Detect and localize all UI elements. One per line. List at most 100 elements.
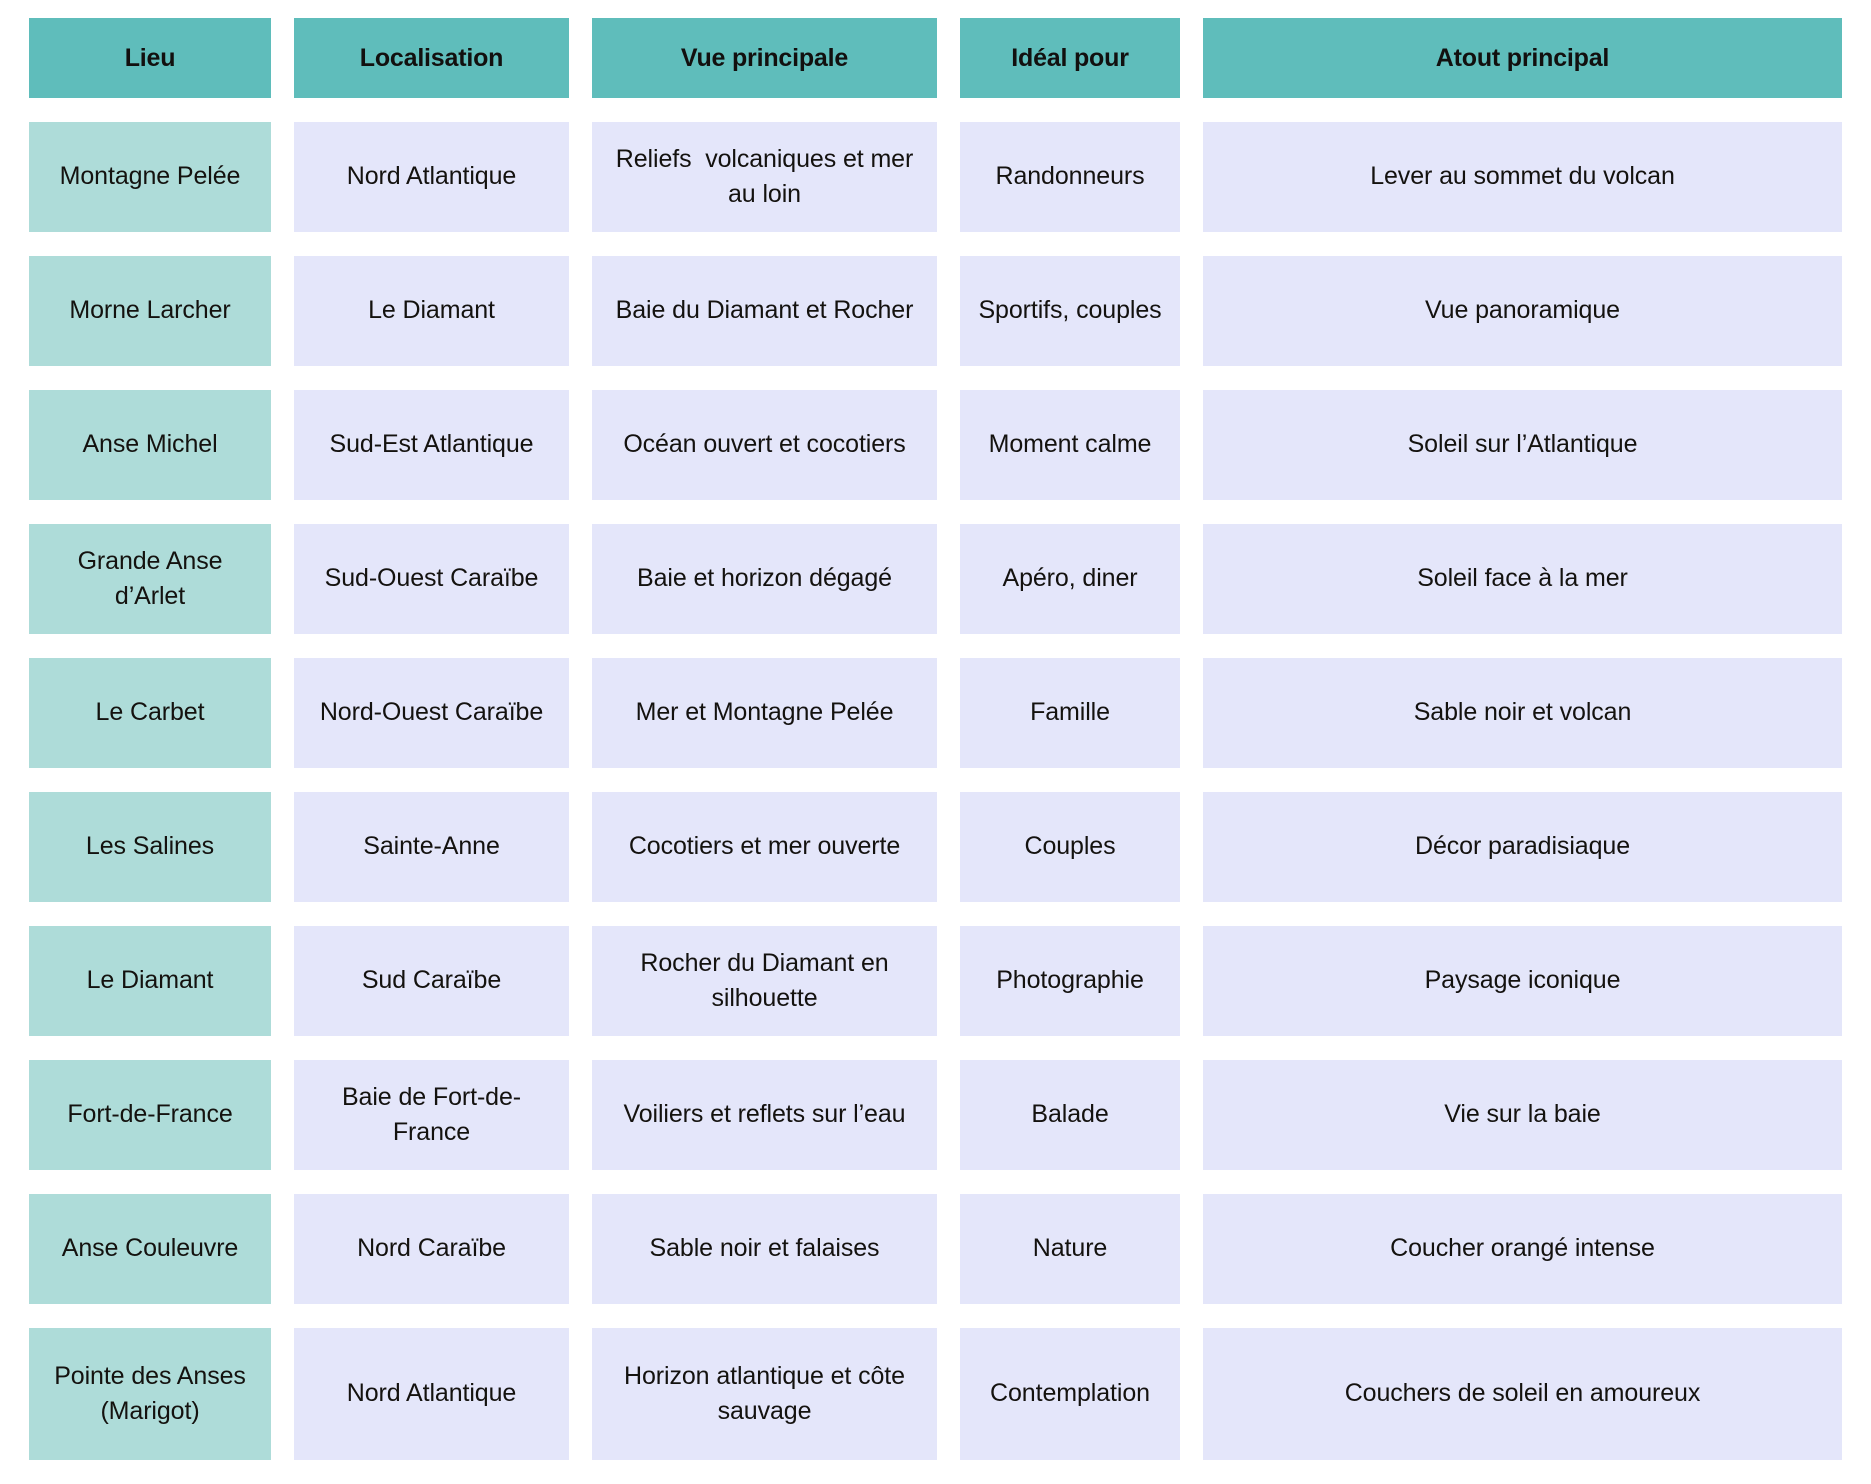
- table-row: Morne Larcher Le Diamant Baie du Diamant e…: [29, 256, 1842, 366]
- table-row: Anse Michel Sud-Est Atlantique Océan ouver…: [29, 390, 1842, 500]
- cell-text: Apéro, diner: [1002, 564, 1138, 593]
- cell-text: Couples: [1024, 832, 1116, 861]
- cell-vue: Mer et Montagne Pelée: [592, 658, 937, 768]
- cell-atout: Vie sur la baie: [1203, 1060, 1842, 1170]
- cell-ideal: Couples: [960, 792, 1180, 902]
- table-row: Fort-de-France Baie de Fort-de-France Voil…: [29, 1060, 1842, 1170]
- cell-vue: Rocher du Diamant en silhouette: [592, 926, 937, 1036]
- cell-atout: Lever au sommet du volcan: [1203, 122, 1842, 232]
- cell-lieu: Morne Larcher: [29, 256, 271, 366]
- cell-text: Sportifs, couples: [978, 296, 1162, 325]
- cell-ideal: Nature: [960, 1194, 1180, 1304]
- cell-lieu: Anse Couleuvre: [29, 1194, 271, 1304]
- cell-text: Les Salines: [85, 832, 215, 861]
- cell-ideal: Contemplation: [960, 1328, 1180, 1460]
- cell-localisation: Nord Atlantique: [294, 1328, 569, 1460]
- cell-ideal: Sportifs, couples: [960, 256, 1180, 366]
- viewpoints-table: Lieu Localisation Vue principale Idéal p…: [6, 0, 1865, 1484]
- column-header-ideal-pour[interactable]: Idéal pour: [960, 18, 1180, 98]
- cell-text: Sainte-Anne: [363, 832, 500, 861]
- cell-text: Anse Michel: [82, 430, 218, 459]
- cell-text: Moment calme: [988, 430, 1152, 459]
- cell-lieu: Grande Anse d’Arlet: [29, 524, 271, 634]
- cell-atout: Vue panoramique: [1203, 256, 1842, 366]
- cell-vue: Sable noir et falaises: [592, 1194, 937, 1304]
- cell-text: Sud Caraïbe: [361, 966, 502, 995]
- cell-text: Randonneurs: [995, 162, 1145, 191]
- cell-text: Sud-Est Atlantique: [329, 430, 534, 459]
- cell-text: Pointe des Anses (Marigot): [54, 1361, 253, 1426]
- cell-text: Horizon atlantique et côte sauvage: [624, 1361, 912, 1426]
- cell-atout: Décor paradisiaque: [1203, 792, 1842, 902]
- cell-text: Coucher orangé intense: [1390, 1234, 1655, 1263]
- cell-text: Sable noir et volcan: [1413, 698, 1632, 727]
- cell-localisation: Nord Caraïbe: [294, 1194, 569, 1304]
- cell-text: Vie sur la baie: [1444, 1100, 1601, 1129]
- cell-text: Soleil face à la mer: [1417, 564, 1628, 593]
- cell-text: Nature: [1032, 1234, 1108, 1263]
- cell-text: Balade: [1031, 1100, 1109, 1129]
- cell-localisation: Nord Atlantique: [294, 122, 569, 232]
- cell-ideal: Famille: [960, 658, 1180, 768]
- cell-atout: Coucher orangé intense: [1203, 1194, 1842, 1304]
- cell-text: Soleil sur l’Atlantique: [1407, 430, 1638, 459]
- cell-ideal: Photographie: [960, 926, 1180, 1036]
- column-header-atout-principal[interactable]: Atout principal: [1203, 18, 1842, 98]
- cell-text: Morne Larcher: [69, 296, 231, 325]
- cell-text: Fort-de-France: [67, 1100, 233, 1129]
- cell-vue: Océan ouvert et cocotiers: [592, 390, 937, 500]
- cell-ideal: Balade: [960, 1060, 1180, 1170]
- cell-atout: Soleil face à la mer: [1203, 524, 1842, 634]
- cell-vue: Baie du Diamant et Rocher: [592, 256, 937, 366]
- table-row: Le Diamant Sud Caraïbe Rocher du Diamant e…: [29, 926, 1842, 1036]
- cell-text: Paysage iconique: [1424, 966, 1621, 995]
- cell-text: Anse Couleuvre: [61, 1234, 239, 1263]
- cell-text: Le Carbet: [95, 698, 205, 727]
- cell-text: Baie de Fort-de-France: [341, 1082, 522, 1147]
- cell-lieu: Anse Michel: [29, 390, 271, 500]
- table-row: Grande Anse d’Arlet Sud-Ouest Caraïbe Baie…: [29, 524, 1842, 634]
- cell-text: Contemplation: [990, 1379, 1150, 1408]
- cell-text: Photographie: [996, 966, 1144, 995]
- cell-text: Le Diamant: [368, 296, 495, 325]
- cell-lieu: Le Diamant: [29, 926, 271, 1036]
- cell-localisation: Sud-Ouest Caraïbe: [294, 524, 569, 634]
- cell-text: Famille: [1030, 698, 1110, 727]
- cell-text: Montagne Pelée: [59, 162, 241, 191]
- column-header-vue-principale[interactable]: Vue principale: [592, 18, 937, 98]
- cell-text: Lever au sommet du volcan: [1370, 162, 1675, 191]
- cell-text: Grande Anse d’Arlet: [77, 546, 230, 611]
- cell-text: Couchers de soleil en amoureux: [1344, 1379, 1701, 1408]
- cell-ideal: Moment calme: [960, 390, 1180, 500]
- cell-text: Rocher du Diamant en silhouette: [640, 948, 896, 1013]
- cell-text: Baie et horizon dégagé: [637, 564, 892, 593]
- cell-text: Sud-Ouest Caraïbe: [324, 564, 539, 593]
- cell-lieu: Fort-de-France: [29, 1060, 271, 1170]
- cell-localisation: Sainte-Anne: [294, 792, 569, 902]
- cell-lieu: Montagne Pelée: [29, 122, 271, 232]
- cell-ideal: Randonneurs: [960, 122, 1180, 232]
- cell-text: Sable noir et falaises: [649, 1234, 880, 1263]
- cell-text: Vue panoramique: [1425, 296, 1620, 325]
- cell-text: Cocotiers et mer ouverte: [628, 832, 901, 861]
- cell-vue: Baie et horizon dégagé: [592, 524, 937, 634]
- table-row: Pointe des Anses (Marigot) Nord Atlantiqu…: [29, 1328, 1842, 1460]
- table-row: Montagne Pelée Nord Atlantique Reliefs vol…: [29, 122, 1842, 232]
- cell-lieu: Le Carbet: [29, 658, 271, 768]
- cell-localisation: Le Diamant: [294, 256, 569, 366]
- cell-text: Voiliers et reflets sur l’eau: [623, 1100, 906, 1129]
- cell-text: Nord Caraïbe: [357, 1234, 506, 1263]
- cell-atout: Couchers de soleil en amoureux: [1203, 1328, 1842, 1460]
- column-header-localisation[interactable]: Localisation: [294, 18, 569, 98]
- cell-lieu: Pointe des Anses (Marigot): [29, 1328, 271, 1460]
- cell-text: Reliefs volcaniques et mer au loin: [615, 144, 921, 209]
- cell-text: Baie du Diamant et Rocher: [615, 296, 914, 325]
- column-header-lieu[interactable]: Lieu: [29, 18, 271, 98]
- cell-text: Décor paradisiaque: [1415, 832, 1630, 861]
- cell-text: Nord-Ouest Caraïbe: [319, 698, 544, 727]
- cell-text: Nord Atlantique: [346, 1379, 517, 1408]
- cell-atout: Sable noir et volcan: [1203, 658, 1842, 768]
- cell-localisation: Baie de Fort-de-France: [294, 1060, 569, 1170]
